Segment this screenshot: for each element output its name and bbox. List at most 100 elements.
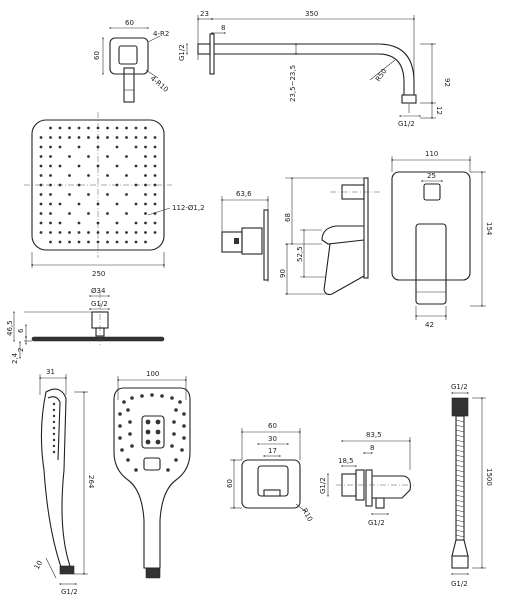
label-valve-68: 68 xyxy=(284,213,292,222)
nozzle-hole xyxy=(96,164,100,168)
nozzle-hole xyxy=(134,183,138,187)
nozzle-hole xyxy=(178,400,182,404)
nozzle-hole xyxy=(125,136,128,139)
nozzle-hole xyxy=(52,450,56,454)
hose-rib xyxy=(455,504,465,508)
nozzle-hole xyxy=(144,240,147,244)
hose-rib xyxy=(455,479,465,483)
nozzle-hole xyxy=(134,136,138,139)
nozzle-hole xyxy=(49,240,52,244)
nozzle-hole xyxy=(153,193,157,196)
label-hand-264: 264 xyxy=(87,475,95,489)
diverter-button xyxy=(423,183,441,201)
wall-outlet-side-view: 83,5 8 18,5 G1/2 G1/2 xyxy=(319,431,414,527)
wall-elbow-view: 60 60 4-R2 4-R10 xyxy=(93,19,170,103)
nozzle-hole xyxy=(39,155,43,158)
nozzle-hole xyxy=(125,212,128,215)
nozzle-hole xyxy=(125,193,128,196)
label-arm-g12b: G1/2 xyxy=(398,120,415,128)
label-head-24: 2,4 xyxy=(11,352,19,364)
nozzle-hole xyxy=(153,155,157,158)
nozzle-hole xyxy=(144,193,147,196)
nozzle-hole xyxy=(39,174,43,177)
nozzle-hole xyxy=(182,412,186,416)
label-outlet-g12a: G1/2 xyxy=(319,477,327,494)
label-head-250: 250 xyxy=(92,270,105,278)
handshower-front-nozzles xyxy=(118,393,186,472)
label-elbow-r10: 4-R10 xyxy=(149,74,170,93)
nozzle-hole xyxy=(49,212,52,215)
label-valve-42: 42 xyxy=(425,321,434,329)
nozzle-hole xyxy=(96,136,100,139)
nozzle-hole xyxy=(49,231,52,234)
label-valve-25: 25 xyxy=(427,172,436,180)
handshower-side-thread xyxy=(59,565,75,575)
nozzle-hole xyxy=(170,444,174,448)
nozzle-hole xyxy=(58,145,62,149)
hose-rib xyxy=(455,444,465,448)
label-outlet-185: 18,5 xyxy=(338,457,354,465)
nozzle-hole xyxy=(134,221,138,225)
nozzle-hole xyxy=(182,436,186,440)
label-valve-525: 52,5 xyxy=(296,246,304,262)
hose-rib xyxy=(455,454,465,458)
label-head-465: 46,5 xyxy=(6,320,14,336)
hose-rib xyxy=(455,449,465,453)
nozzle-hole xyxy=(68,136,71,139)
nozzle-hole xyxy=(153,183,157,187)
valve-front-view: 110 25 42 154 xyxy=(390,150,493,329)
outlet-plate xyxy=(241,459,301,509)
dim-elbow-height: 60 xyxy=(93,36,104,76)
nozzle-hole xyxy=(39,136,43,139)
nozzle-hole xyxy=(52,408,56,412)
elbow-inner xyxy=(118,45,138,65)
handshower-spray-button xyxy=(143,457,161,471)
nozzle-hole xyxy=(49,145,52,149)
nozzle-hole xyxy=(118,424,122,428)
nozzle-hole xyxy=(144,145,147,149)
label-arm-g12: G1/2 xyxy=(178,44,186,61)
shower-head-top-view: 112-Ø1,2 250 xyxy=(24,112,205,278)
mixer-lever xyxy=(415,223,447,305)
nozzle-hole xyxy=(115,164,119,168)
nozzle-hole xyxy=(134,202,138,206)
label-outlet-r10: R10 xyxy=(300,507,314,523)
arm-wall-thread xyxy=(197,43,211,55)
nozzle-hole xyxy=(49,164,52,168)
nozzle-hole xyxy=(115,126,119,130)
arm-tube xyxy=(214,43,415,95)
head-plate-side xyxy=(31,336,165,342)
nozzle-hole xyxy=(174,458,178,462)
nozzle-hole xyxy=(144,183,147,187)
label-outlet-30: 30 xyxy=(268,435,277,443)
label-elbow-height: 60 xyxy=(93,51,101,60)
nozzle-hole xyxy=(153,231,157,234)
nozzle-hole xyxy=(144,174,147,177)
outlet-side-body xyxy=(372,475,411,499)
nozzle-hole xyxy=(68,212,71,215)
nozzle-hole xyxy=(134,240,138,244)
valve-cover-plate xyxy=(391,171,471,281)
nozzle-hole xyxy=(52,426,56,430)
nozzle-hole xyxy=(145,419,151,425)
nozzle-hole xyxy=(128,432,132,436)
hose-rib xyxy=(455,419,465,423)
shower-head-side-view: Ø34 G1/2 46,5 6 2 2,4 xyxy=(6,287,165,364)
nozzle-hole xyxy=(49,183,52,187)
valve-side-view: 63,6 xyxy=(220,190,270,282)
nozzle-hole xyxy=(49,202,52,206)
label-valve-110: 110 xyxy=(425,150,438,158)
hose-rib xyxy=(455,439,465,443)
nozzle-hole xyxy=(77,145,81,149)
nozzle-hole xyxy=(144,136,147,139)
head-nozzle-grid xyxy=(39,126,157,244)
label-head-d34: Ø34 xyxy=(91,287,106,295)
nozzle-hole xyxy=(115,221,119,225)
nozzle-hole xyxy=(96,231,100,234)
label-outlet-835: 83,5 xyxy=(366,431,382,439)
label-arm-235: 23,5~23,5 xyxy=(289,65,297,102)
nozzle-hole xyxy=(126,408,130,412)
nozzle-hole xyxy=(118,412,122,416)
label-arm-r50: R50 xyxy=(374,67,388,83)
